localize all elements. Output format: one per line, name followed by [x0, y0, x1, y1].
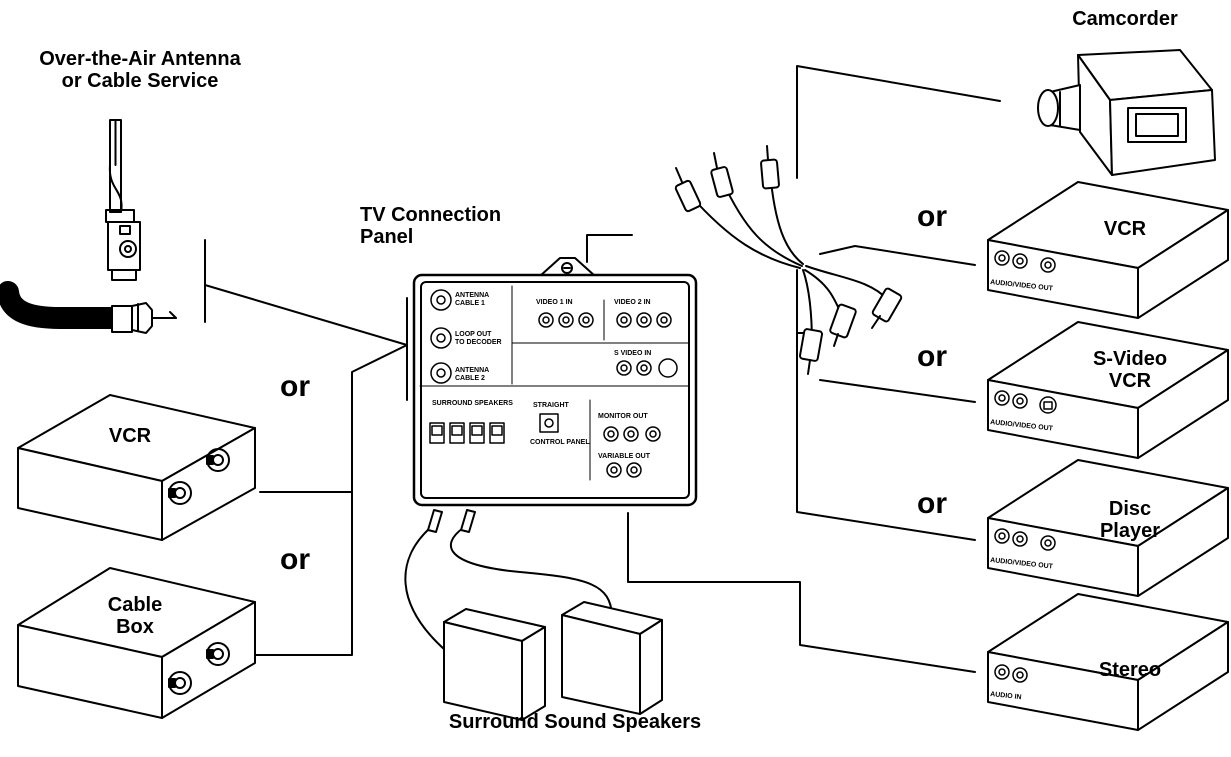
disc-player-label: Disc Player — [1099, 498, 1161, 543]
camcorder-icon — [1037, 49, 1216, 176]
cable-box-icon — [17, 567, 256, 719]
straight-label: STRAIGHT — [533, 402, 570, 409]
stereo-label: Stereo — [1098, 659, 1162, 681]
camcorder-label: Camcorder — [1072, 8, 1178, 30]
left-vcr-box-icon — [17, 394, 256, 541]
panel-title: TV Connection Panel — [360, 204, 502, 249]
antenna-title: Over-the-Air Antenna or Cable Service — [39, 48, 241, 93]
or-label-left-bottom: or — [280, 543, 310, 576]
rca-cable-bundle-icon — [674, 145, 903, 375]
left-vcr-label: VCR — [108, 425, 152, 447]
antenna-connector-icon — [105, 119, 141, 281]
or-label-left-top: or — [280, 370, 310, 403]
right-vcr-box-icon — [987, 181, 1229, 319]
monitor-out-label: MONITOR OUT — [598, 413, 648, 420]
speakers-label: Surround Sound Speakers — [448, 711, 702, 733]
surround-speakers-icon — [404, 509, 663, 721]
cable-box-label: Cable Box — [107, 594, 163, 639]
video2-in-label: VIDEO 2 IN — [614, 299, 651, 306]
device-jacks — [994, 250, 1057, 683]
or-label-right-3: or — [917, 487, 947, 520]
or-label-right-2: or — [917, 340, 947, 373]
or-label-right-1: or — [917, 200, 947, 233]
disc-player-box-icon — [987, 459, 1229, 597]
svideo-in-label: S VIDEO IN — [614, 350, 651, 357]
control-panel-label: CONTROL PANEL — [530, 439, 590, 446]
connection-lines — [204, 65, 1001, 673]
surround-speakers-label: SURROUND SPEAKERS — [432, 400, 513, 407]
stereo-audio-in-label: AUDIO IN — [990, 691, 1022, 701]
svideo-vcr-label: S-Video VCR — [1092, 348, 1168, 393]
video1-in-label: VIDEO 1 IN — [536, 299, 573, 306]
right-vcr-label: VCR — [1103, 218, 1147, 240]
coax-cable-icon — [0, 281, 177, 334]
tv-connection-panel — [412, 257, 698, 507]
svideo-vcr-box-icon — [987, 321, 1229, 459]
variable-out-label: VARIABLE OUT — [598, 453, 651, 460]
